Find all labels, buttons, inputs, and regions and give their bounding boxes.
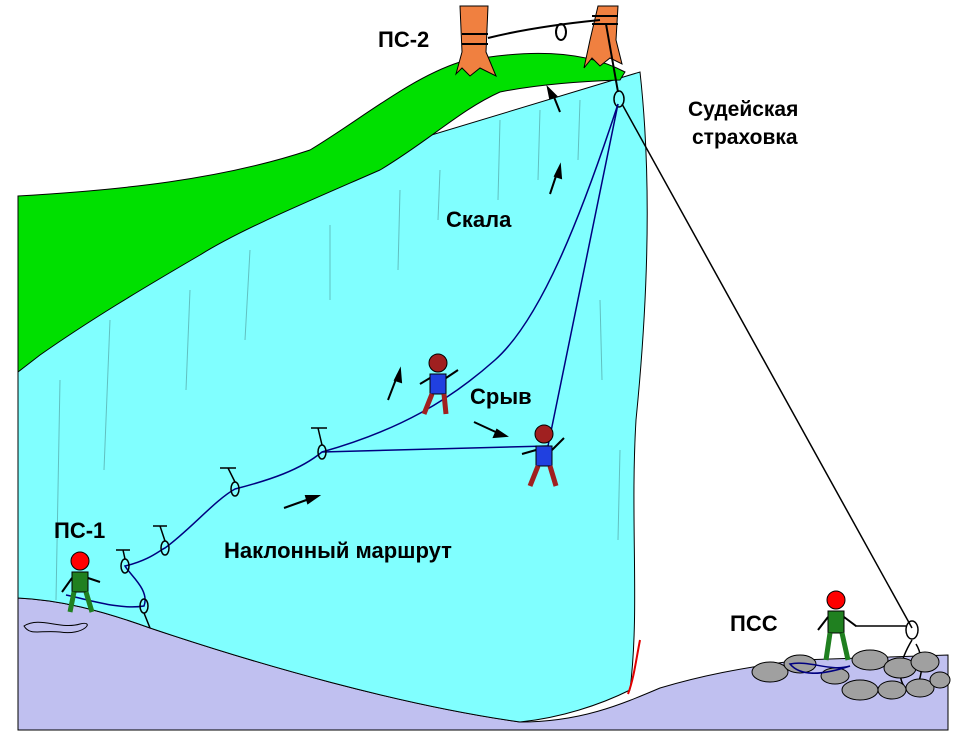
belayer-ps1	[23, 551, 101, 634]
label-ps1: ПС-1	[54, 518, 106, 543]
direction-arrows	[283, 84, 563, 509]
boulders	[751, 649, 951, 701]
quickdraws	[116, 427, 327, 629]
rock-texture	[55, 99, 621, 601]
pss-carabiner	[905, 620, 919, 640]
top-carabiner	[613, 90, 625, 108]
grass-top	[17, 52, 626, 374]
climber-falling	[521, 424, 565, 487]
label-fall: Срыв	[470, 384, 532, 409]
ps2-anchor-rope	[462, 15, 619, 93]
tree-trunk-left	[455, 5, 497, 78]
label-pss: ПСС	[730, 611, 778, 636]
rock-crack	[627, 639, 641, 695]
label-ps2: ПС-2	[378, 27, 430, 52]
label-route: Наклонный маршрут	[224, 538, 452, 563]
label-judge-line1: Судейская	[688, 98, 799, 121]
belayer-pss	[817, 590, 857, 661]
route-rope	[65, 103, 619, 608]
label-rock: Скала	[446, 207, 512, 232]
judge-belay-rope	[621, 103, 913, 629]
label-judge-line2: страховка	[692, 126, 798, 149]
climber-upper	[419, 353, 459, 415]
pss-rope-coil	[788, 662, 851, 674]
